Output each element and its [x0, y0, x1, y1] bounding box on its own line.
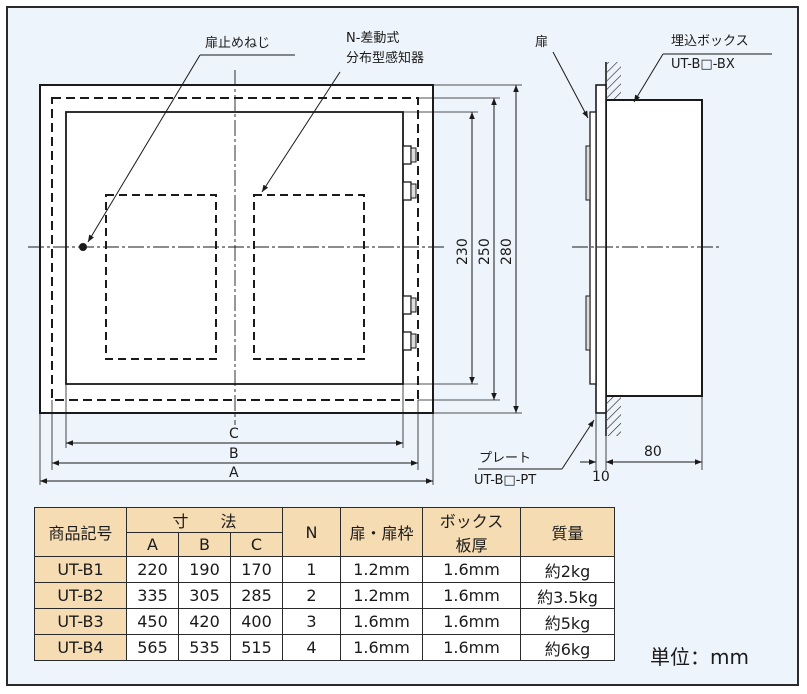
cell-door: 1.6mm [340, 608, 423, 635]
cell-b: 535 [178, 634, 231, 661]
cell-b: 190 [178, 556, 231, 583]
cell-c: 170 [230, 556, 283, 583]
hinge-lower-icon [402, 295, 417, 351]
cell-box: 1.6mm [422, 582, 521, 609]
cell-c: 400 [230, 608, 283, 635]
unit-label: 単位：mm [650, 645, 749, 669]
cell-door: 1.2mm [340, 582, 423, 609]
cell-box: 1.6mm [422, 556, 521, 583]
detector-leader [261, 71, 341, 193]
dim-label-280: 280 [499, 238, 515, 265]
cell-c: 515 [230, 634, 283, 661]
dim-label-c: C [229, 426, 239, 442]
header-box-line2: 板厚 [455, 536, 488, 555]
header-model: 商品記号 [34, 507, 127, 557]
cell-model: UT-B3 [34, 608, 127, 635]
door-leader [552, 51, 589, 119]
cell-n: 4 [282, 634, 341, 661]
cell-model: UT-B1 [34, 556, 127, 583]
door-outline [65, 111, 404, 385]
cell-box: 1.6mm [422, 634, 521, 661]
wall-hatch-upper [607, 62, 621, 100]
embed-box-label-line1: 埋込ボックス [671, 34, 749, 49]
table-row: UT-B1 220 190 170 1 1.2mm 1.6mm 約2kg [34, 556, 615, 583]
side-view [478, 51, 772, 470]
door-screw-icon [79, 243, 87, 251]
cell-box: 1.6mm [422, 608, 521, 635]
cell-b: 420 [178, 608, 231, 635]
header-b: B [178, 532, 231, 557]
cell-model: UT-B2 [34, 582, 127, 609]
plate-leader [561, 419, 595, 470]
cell-a: 220 [126, 556, 179, 583]
detector-area-right [253, 194, 365, 360]
door-side [589, 111, 597, 385]
door-label: 扉 [535, 35, 549, 50]
dim-label-b: B [229, 446, 239, 462]
wall-hatch-lower [607, 396, 621, 436]
embed-box-body [605, 99, 703, 397]
header-door: 扉・扉枠 [340, 507, 423, 557]
dim-label-250: 250 [477, 238, 493, 265]
front-view [28, 54, 522, 485]
cell-weight: 約3.5kg [520, 582, 615, 609]
cell-door: 1.6mm [340, 634, 423, 661]
cell-model: UT-B4 [34, 634, 127, 661]
header-a: A [126, 532, 179, 557]
table-row: UT-B4 565 535 515 4 1.6mm 1.6mm 約6kg [34, 634, 615, 661]
door-screw-label: 扉止めねじ [205, 36, 271, 51]
embed-box-label-line2: UT-B□-BX [671, 57, 735, 72]
detector-area-left [105, 194, 217, 360]
cell-door: 1.2mm [340, 556, 423, 583]
header-box: ボックス板厚 [422, 507, 521, 557]
cell-a: 335 [126, 582, 179, 609]
header-n: N [282, 507, 341, 557]
cell-n: 2 [282, 582, 341, 609]
door-screw-leader [87, 54, 201, 243]
plate-label-line2: UT-B□-PT [474, 473, 537, 488]
detector-label-line2: 分布型感知器 [346, 51, 425, 66]
table-row: UT-B3 450 420 400 3 1.6mm 1.6mm 約5kg [34, 608, 615, 635]
plate-label-line1: プレート [479, 451, 532, 466]
dim-label-230: 230 [455, 238, 471, 265]
dim-label-a: A [229, 465, 239, 481]
cell-b: 305 [178, 582, 231, 609]
dim-label-10: 10 [592, 469, 610, 485]
cell-weight: 約2kg [520, 556, 615, 583]
cell-n: 1 [282, 556, 341, 583]
hinge-upper-icon [402, 145, 417, 201]
cell-c: 285 [230, 582, 283, 609]
header-box-line1: ボックス [439, 512, 504, 531]
cell-weight: 約6kg [520, 634, 615, 661]
header-dims: 寸 法 [126, 507, 283, 533]
cell-a: 565 [126, 634, 179, 661]
detector-label-line1: N-差動式 [346, 31, 400, 46]
cell-a: 450 [126, 608, 179, 635]
spec-table: 商品記号 寸 法 N 扉・扉枠 ボックス板厚 質量 A B C UT-B1 22… [34, 507, 615, 661]
embed-box-leader [633, 53, 664, 103]
dim-label-80: 80 [644, 444, 662, 460]
header-c: C [230, 532, 283, 557]
cell-weight: 約5kg [520, 608, 615, 635]
table-row: UT-B2 335 305 285 2 1.2mm 1.6mm 約3.5kg [34, 582, 615, 609]
plate-side [595, 84, 607, 414]
header-weight: 質量 [520, 507, 615, 557]
cell-n: 3 [282, 608, 341, 635]
